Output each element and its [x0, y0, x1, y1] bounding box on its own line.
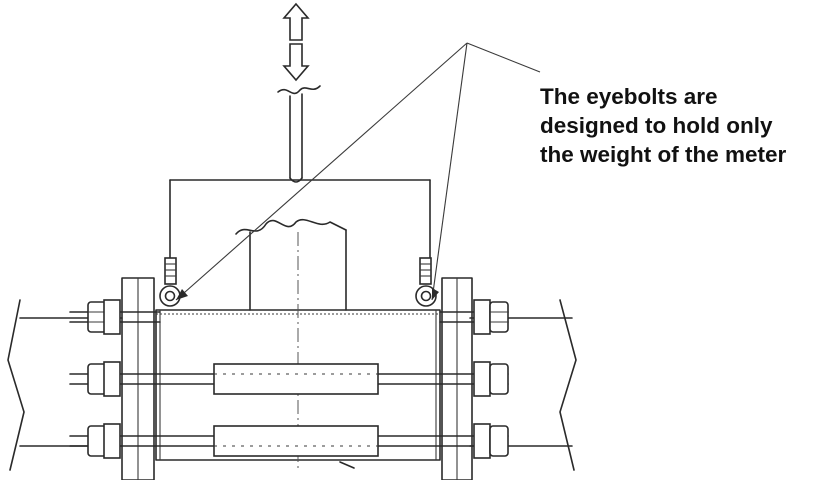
flange-left	[121, 277, 155, 480]
tie-rod-lower	[69, 425, 509, 457]
note-line: The eyebolts are	[540, 84, 718, 109]
eyebolt-right	[415, 257, 437, 307]
note-line: the weight of the meter	[540, 142, 787, 167]
bottom-marker	[339, 461, 355, 469]
flange-right	[441, 277, 473, 480]
bolt-nut-set-left	[69, 299, 161, 459]
tie-rod-upper	[69, 363, 509, 395]
bolt-nut-set-right	[439, 299, 509, 459]
eyebolt-warning-note: The eyebolts are designed to hold only t…	[540, 82, 825, 169]
note-line: designed to hold only	[540, 113, 773, 138]
double-arrow-up-down-icon	[282, 2, 310, 82]
leader-lines	[175, 42, 541, 301]
spreader-bar	[169, 179, 431, 259]
eyebolt-left	[159, 257, 181, 307]
meter-neck	[235, 218, 347, 311]
hoist-rod	[277, 85, 321, 183]
